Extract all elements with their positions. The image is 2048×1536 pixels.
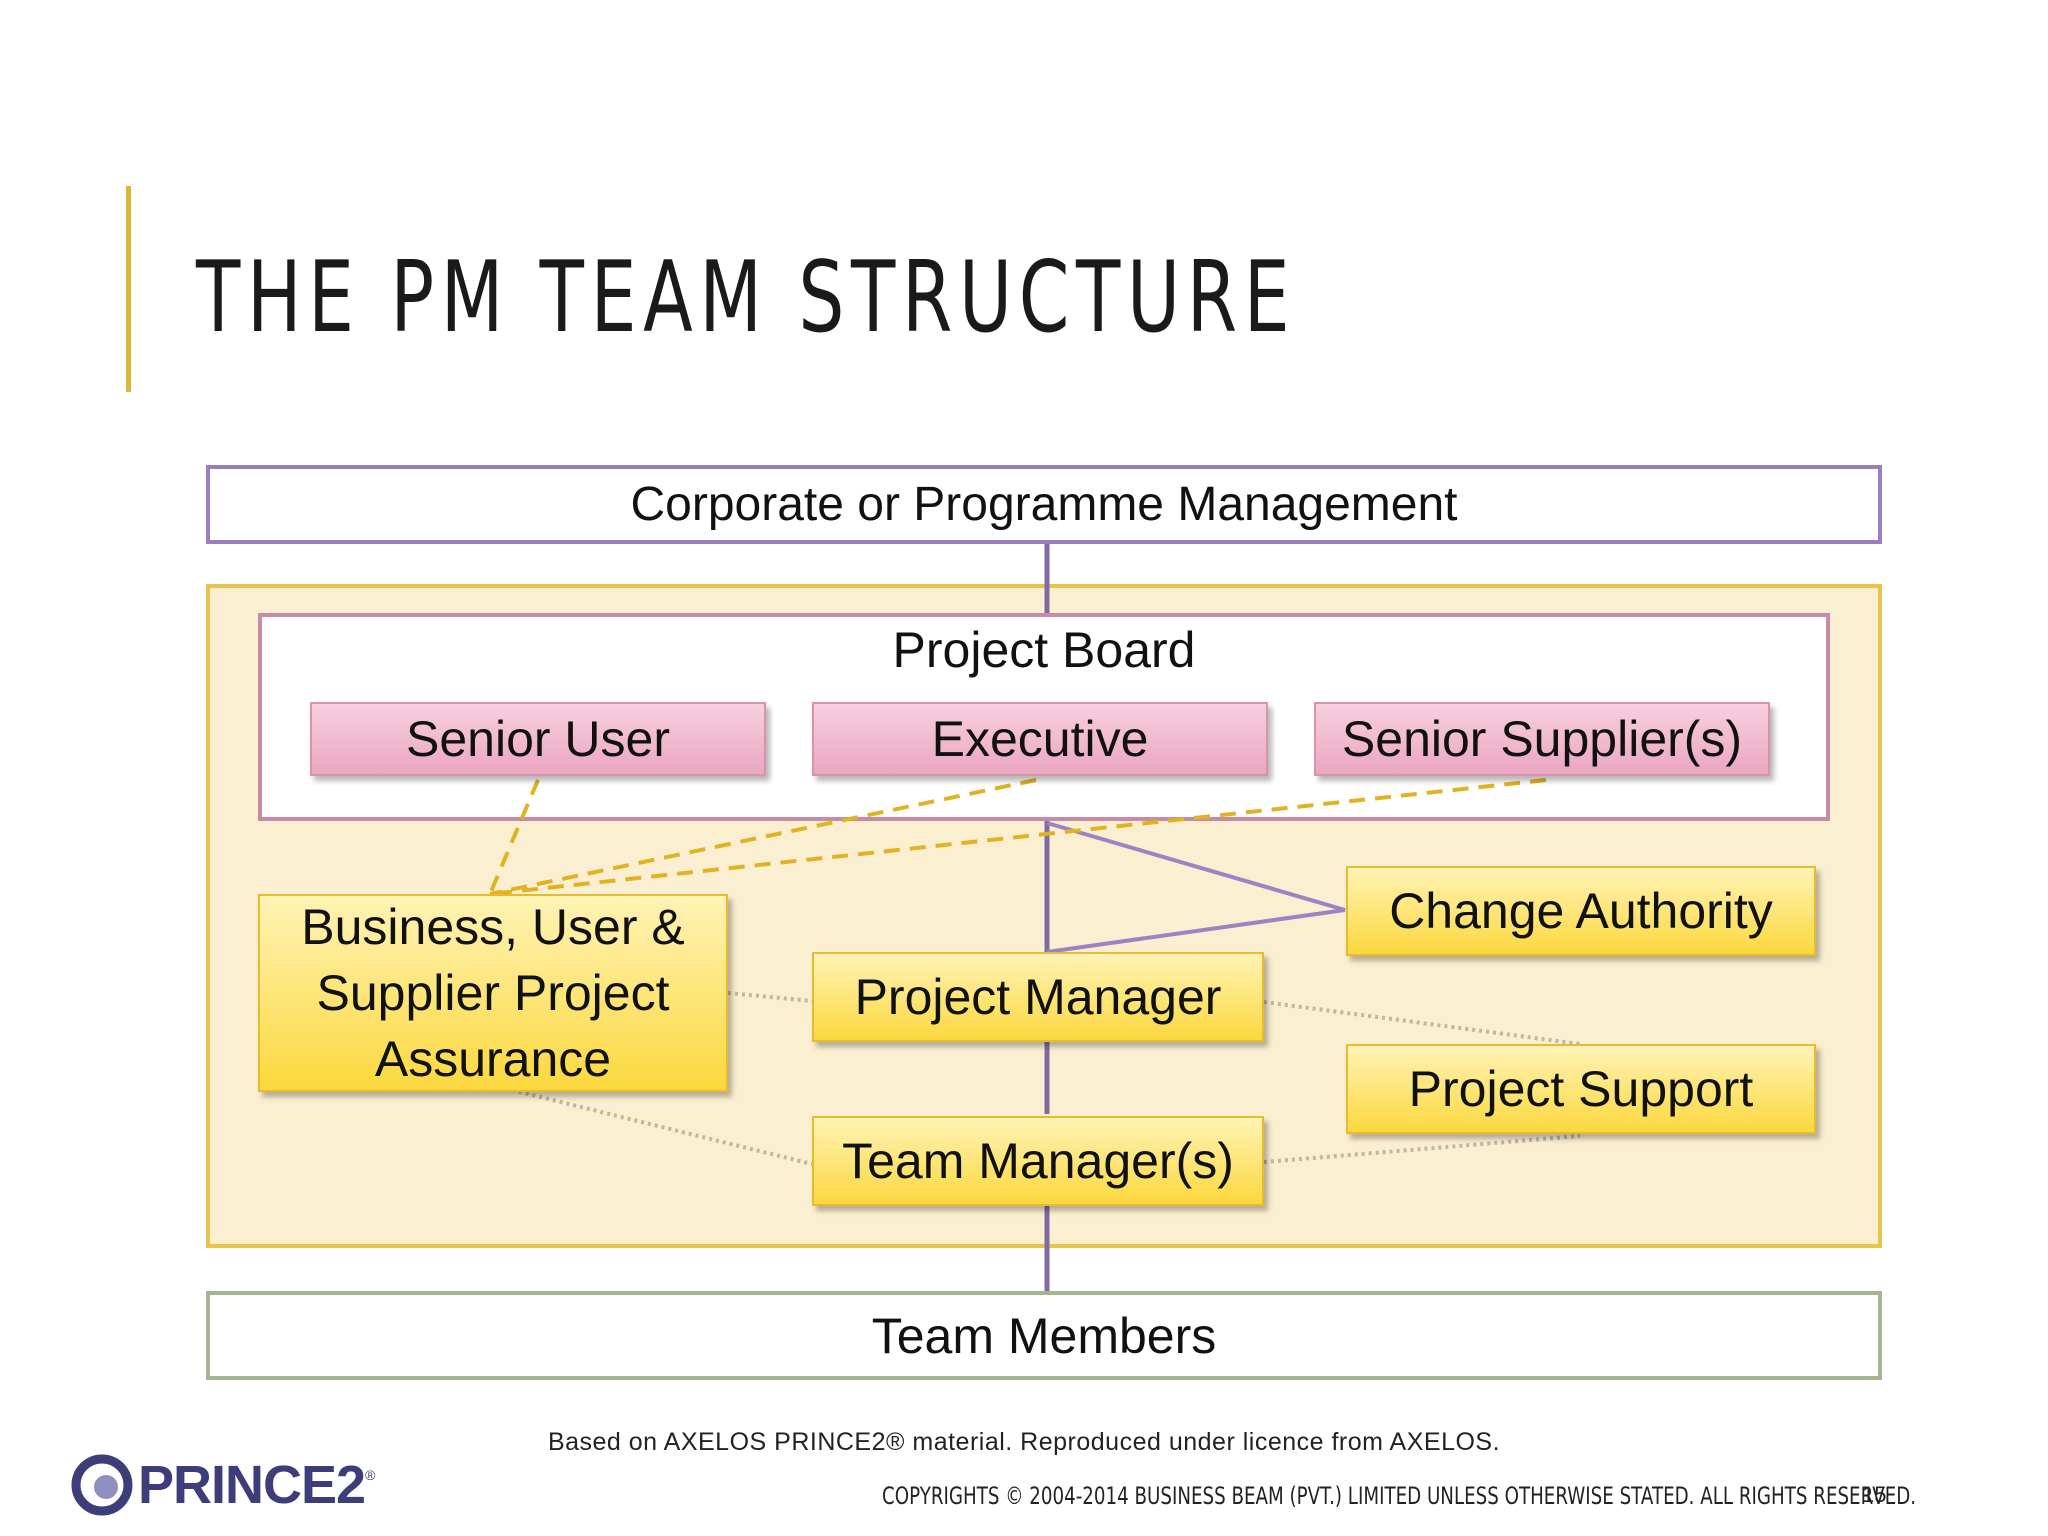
- prince2-registered-mark: ®: [365, 1467, 376, 1483]
- team-manager-box: Team Manager(s): [812, 1116, 1264, 1206]
- project-assurance-box: Business, User & Supplier Project Assura…: [258, 894, 728, 1092]
- slide-title: THE PM TEAM STRUCTURE: [196, 241, 1297, 355]
- senior-user-box: Senior User: [310, 702, 766, 776]
- pm-support-dotted: [1263, 1000, 1581, 1046]
- project-board-label: Project Board: [892, 622, 1196, 678]
- change-authority-box: Change Authority: [1346, 866, 1816, 956]
- team-members-box: Team Members: [206, 1291, 1882, 1380]
- assurance-tm-dotted: [511, 1088, 813, 1166]
- tm-support-dotted: [1263, 1134, 1581, 1164]
- executive-assurance-dash: [489, 778, 1037, 896]
- supplier-assurance-dash: [489, 778, 1547, 896]
- prince2-swirl-icon: [71, 1454, 133, 1516]
- corporate-management-box: Corporate or Programme Management: [206, 465, 1882, 544]
- executive-box: Executive: [812, 702, 1268, 776]
- page-number: 15: [1862, 1482, 1887, 1507]
- project-assurance-line-1: Business, User &: [301, 899, 685, 955]
- senior-user-assurance-dash: [488, 779, 540, 895]
- senior-supplier-box: Senior Supplier(s): [1314, 702, 1770, 776]
- project-assurance-line-3: Assurance: [374, 1031, 612, 1087]
- copyright-text: COPYRIGHTS © 2004-2014 BUSINESS BEAM (PV…: [882, 1482, 1917, 1510]
- project-assurance-line-2: Supplier Project: [316, 965, 670, 1021]
- pm-change-authority-line: [1046, 908, 1346, 954]
- assurance-pm-dotted: [727, 991, 813, 1003]
- project-manager-box: Project Manager: [812, 952, 1264, 1042]
- board-change-authority-line: [1046, 821, 1346, 912]
- project-support-box: Project Support: [1346, 1044, 1816, 1134]
- title-accent-bar: [126, 186, 131, 392]
- prince2-logo-text: PRINCE2: [138, 1455, 366, 1515]
- licence-footnote: Based on AXELOS PRINCE2® material. Repro…: [547, 1428, 1501, 1456]
- prince2-logo: PRINCE2 ®: [70, 1450, 390, 1520]
